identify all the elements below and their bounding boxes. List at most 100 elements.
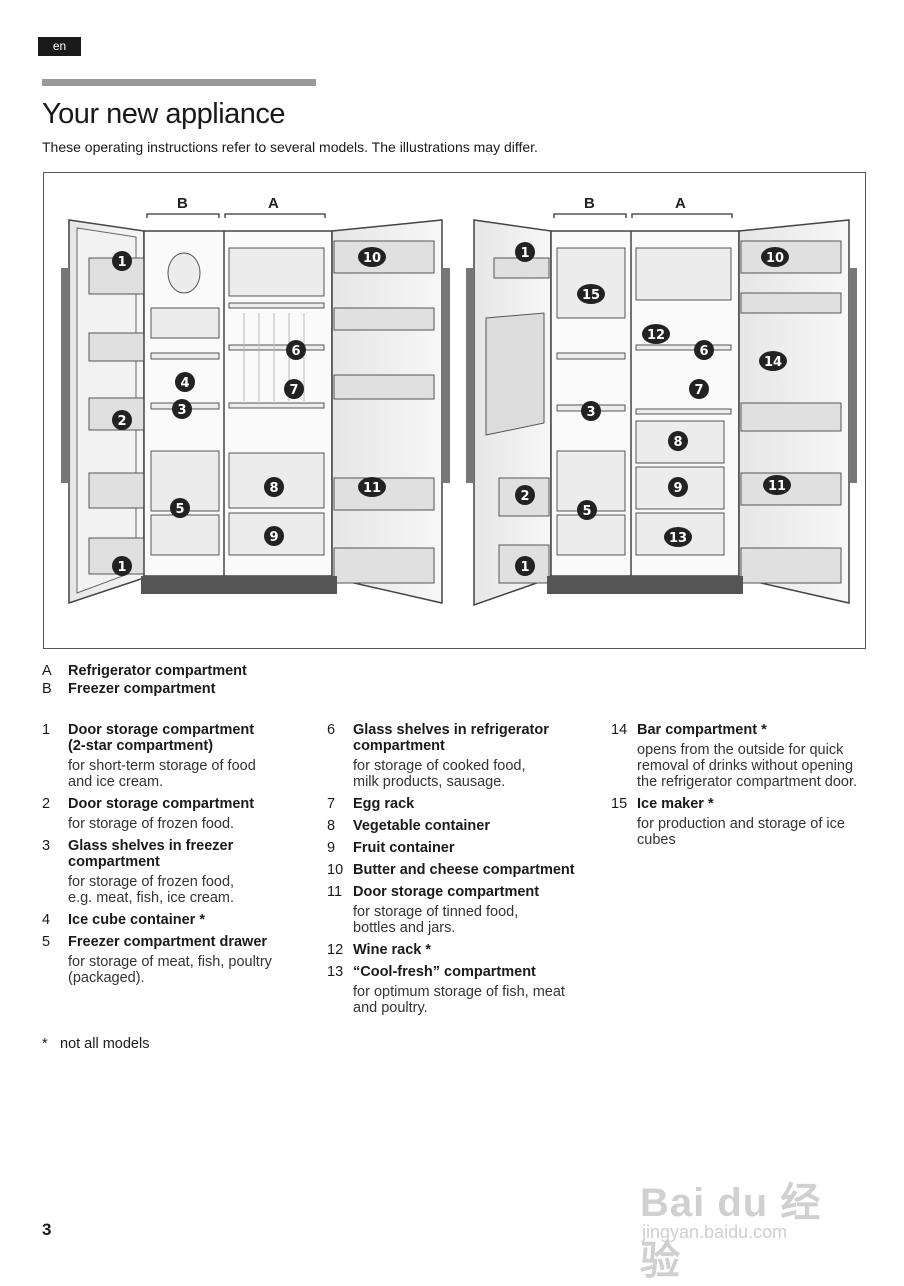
- part-item: 9 Fruit container: [327, 840, 597, 856]
- part-description: opens from the outside for quick removal…: [637, 742, 858, 790]
- part-number: 10: [327, 862, 344, 878]
- page-number: 3: [42, 1220, 52, 1239]
- part-number: 3: [42, 838, 51, 854]
- legend-label: Refrigerator compartment: [68, 663, 247, 679]
- part-label: Egg rack: [353, 796, 415, 812]
- part-label: Wine rack *: [353, 942, 432, 958]
- part-number: 4: [42, 912, 51, 928]
- part-body: Glass shelves in refrigerator compartmen…: [353, 722, 549, 790]
- parts-column-3: 14 Bar compartment *opens from the outsid…: [611, 722, 881, 854]
- part-description: for storage of tinned food, bottles and …: [353, 904, 519, 936]
- badge-8-r: 8: [673, 435, 682, 450]
- part-item: 4 Ice cube container *: [42, 912, 312, 928]
- part-description: for short-term storage of food and ice c…: [68, 758, 256, 790]
- language-tag: en: [38, 37, 81, 56]
- part-body: Fruit container: [353, 840, 455, 856]
- page-title: Your new appliance: [42, 98, 286, 130]
- badge-10-r: 10: [766, 251, 784, 266]
- part-number: 12: [327, 942, 344, 958]
- part-number: 5: [42, 934, 51, 950]
- part-body: Door storage compartment for storage of f…: [68, 796, 254, 832]
- watermark: Bai du 经验 jingyan.baidu.com: [640, 1148, 860, 1283]
- badge-5-r: 5: [582, 504, 591, 519]
- label-B-left: B: [177, 195, 188, 212]
- part-body: Door storage compartment (2-star compart…: [68, 722, 256, 790]
- part-number: 6: [327, 722, 336, 738]
- section-rule: [42, 79, 316, 86]
- part-body: Ice maker *for production and storage of…: [637, 796, 845, 848]
- footnote: * not all models: [42, 1036, 149, 1052]
- badge-5: 5: [175, 502, 184, 517]
- part-body: Vegetable container: [353, 818, 490, 834]
- fridge-diagram: B A: [61, 195, 857, 607]
- part-item: 5 Freezer compartment drawer for storage o…: [42, 934, 312, 986]
- part-label: Door storage compartment: [68, 796, 255, 812]
- legend-label: Freezer compartment: [68, 681, 216, 697]
- part-label: Fruit container: [353, 840, 455, 856]
- left-fridge-drawing: B A: [61, 195, 450, 605]
- right-fridge-drawing: B A: [466, 195, 857, 607]
- part-number: 9: [327, 840, 336, 856]
- part-number: 15: [611, 796, 628, 812]
- part-label: Door storage compartment (2-star compart…: [68, 722, 255, 754]
- part-body: Wine rack *: [353, 942, 431, 958]
- parts-column-1: 1 Door storage compartment (2-star compar…: [42, 722, 312, 992]
- badge-1-bottom-r: 1: [520, 560, 529, 575]
- watermark-url: jingyan.baidu.com: [642, 1222, 788, 1242]
- part-description: for storage of frozen food.: [68, 816, 235, 832]
- legend-row-A: A Refrigerator compartment: [42, 663, 247, 681]
- part-label: Glass shelves in freezer compartment: [68, 838, 234, 870]
- part-label: “Cool-fresh” compartment: [353, 964, 536, 980]
- badge-10: 10: [363, 251, 381, 266]
- part-body: Butter and cheese compartment: [353, 862, 575, 878]
- part-number: 7: [327, 796, 336, 812]
- part-item: 15 Ice maker *for production and storage …: [611, 796, 881, 848]
- badge-3-r: 3: [586, 405, 595, 420]
- footnote-marker: *: [42, 1036, 48, 1052]
- badge-2: 2: [117, 414, 126, 429]
- badge-4: 4: [180, 376, 189, 391]
- badge-1-top: 1: [117, 255, 126, 270]
- badge-11-r: 11: [768, 479, 786, 494]
- part-description: for optimum storage of fish, meat and po…: [353, 984, 565, 1016]
- legend-key: B: [42, 681, 52, 697]
- parts-column-2: 6 Glass shelves in refrigerator compartme…: [327, 722, 597, 1022]
- part-number: 11: [327, 884, 343, 900]
- legend-row-B: B Freezer compartment: [42, 681, 247, 699]
- part-label: Vegetable container: [353, 818, 490, 834]
- part-item: 6 Glass shelves in refrigerator compartme…: [327, 722, 597, 790]
- footnote-text: not all models: [60, 1036, 150, 1052]
- right-badges: 1 15 3 2 5 1 10 12 6 7 14 8 9 13 11: [515, 242, 791, 576]
- badge-11: 11: [363, 481, 381, 496]
- part-number: 14: [611, 722, 628, 738]
- badge-6: 6: [291, 344, 300, 359]
- part-body: Bar compartment *opens from the outside …: [637, 722, 857, 790]
- part-description: for storage of meat, fish, poultry (pack…: [68, 954, 272, 986]
- appliance-illustration: B A: [43, 172, 866, 649]
- part-label: Glass shelves in refrigerator compartmen…: [353, 722, 549, 754]
- part-label: Freezer compartment drawer: [68, 934, 268, 950]
- label-A-left: A: [268, 195, 279, 212]
- part-item: 14 Bar compartment *opens from the outsid…: [611, 722, 881, 790]
- badge-7: 7: [289, 383, 298, 398]
- part-body: Freezer compartment drawer for storage of…: [68, 934, 272, 986]
- badge-13: 13: [669, 531, 687, 546]
- part-number: 8: [327, 818, 336, 834]
- badge-1-bottom: 1: [117, 560, 126, 575]
- part-description: for storage of cooked food, milk product…: [353, 758, 526, 790]
- part-description: for storage of frozen food, e.g. meat, f…: [68, 874, 235, 906]
- part-body: “Cool-fresh” compartment for optimum stor…: [353, 964, 565, 1016]
- badge-2-r: 2: [520, 489, 529, 504]
- part-number: 1: [42, 722, 51, 738]
- part-item: 10 Butter and cheese compartment: [327, 862, 597, 878]
- badge-15: 15: [582, 288, 600, 303]
- badge-14: 14: [764, 355, 782, 370]
- part-label: Ice cube container *: [68, 912, 205, 928]
- badge-9-r: 9: [673, 481, 682, 496]
- legend-key: A: [42, 663, 52, 679]
- part-label: Ice maker *: [637, 796, 714, 812]
- part-item: 12 Wine rack *: [327, 942, 597, 958]
